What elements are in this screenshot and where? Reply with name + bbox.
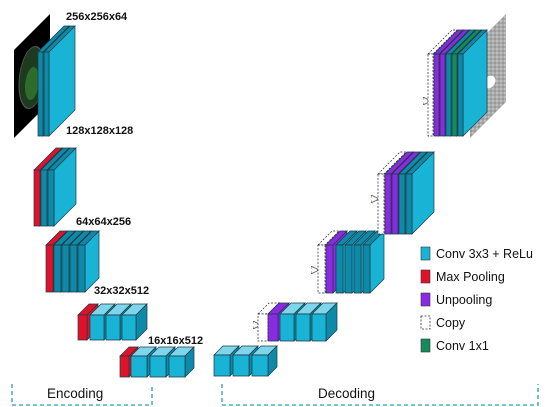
encoding-bracket (11, 384, 153, 406)
dec-l5-conv-3 (251, 345, 278, 377)
legend-label-copy: Copy (436, 316, 466, 330)
enc-l2-conv-2 (47, 147, 77, 227)
skip-connections (68, 101, 430, 325)
level-4-dims-label: 32x32x512 (94, 285, 149, 297)
level-5-dims-label: 16x16x512 (148, 335, 203, 347)
legend-label-conv1x1: Conv 1x1 (436, 339, 489, 353)
legend-swatch-conv (420, 246, 431, 261)
legend-label-unpool: Unpooling (436, 293, 492, 307)
enc-l5-conv-3 (168, 346, 195, 378)
decoding-label: Decoding (318, 386, 375, 401)
legend-swatch-conv1x1 (420, 338, 431, 353)
enc-l4-conv-3 (121, 303, 148, 341)
legend: Conv 3x3 + ReLu Max Pooling Unpooling Co… (420, 246, 533, 353)
enc-l1-conv-2 (43, 25, 76, 137)
decoding-bracket (221, 384, 539, 406)
legend-swatch-copy (420, 315, 431, 330)
section-brackets: Encoding Decoding (11, 384, 539, 406)
legend-label-pool: Max Pooling (436, 270, 505, 284)
enc-l3-conv-4 (77, 230, 100, 293)
dec-l2-conv-2 (405, 151, 435, 235)
level-3-dims-label: 64x64x256 (76, 216, 131, 228)
legend-swatch-unpool (420, 292, 431, 307)
dec-l4-conv-3 (311, 302, 338, 342)
level-2-dims-label: 128x128x128 (66, 125, 133, 137)
dec-l1-conv-2 (457, 29, 488, 137)
encoding-label: Encoding (47, 386, 103, 401)
legend-label-conv: Conv 3x3 + ReLu (436, 247, 533, 261)
level-1-dims-label: 256x256x64 (66, 11, 128, 23)
network-blocks (33, 25, 488, 378)
legend-swatch-pool (420, 269, 431, 284)
